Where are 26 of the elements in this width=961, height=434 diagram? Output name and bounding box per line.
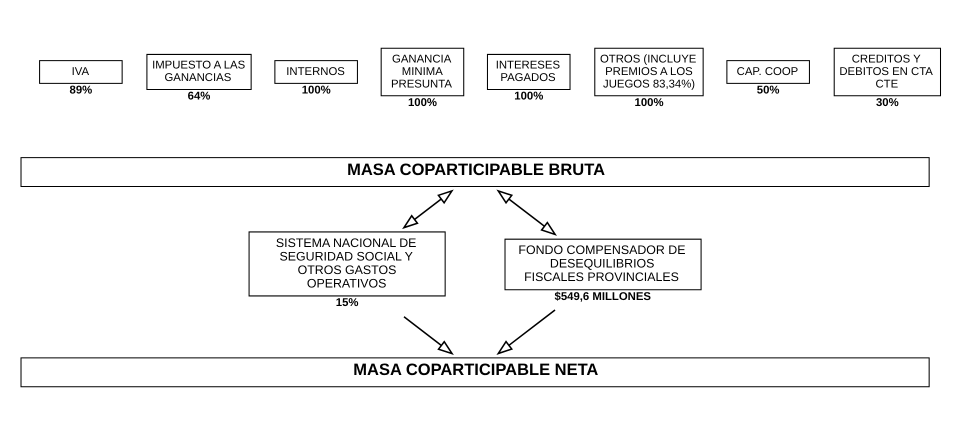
node-label: 15% [336,296,358,309]
arrow [496,188,557,236]
node-label: 100% [302,84,331,96]
node-label: 64% [188,90,210,102]
node-label: 100% [634,96,664,108]
arrow [402,188,454,229]
node-box: INTERNOS [274,60,358,84]
node-box: SISTEMA NACIONAL DE SEGURIDAD SOCIAL Y OTROS GASTOS OPERATIVOS [248,230,446,296]
node-box: MASA COPARTICIPABLE NETA [20,356,930,387]
node-box: FONDO COMPENSADOR DE DESEQUILIBRIOS FISCALES PROVINCIALES [504,238,702,290]
node-box: OTROS (INCLUYE PREMIOS A LOS JUEGOS 83,34%) [594,47,704,96]
node-label: 89% [70,84,92,96]
node-label: 30% [876,96,899,108]
node-box: CAP. COOP [726,60,810,84]
arrow [496,308,556,354]
node-label: 50% [756,84,780,96]
node-box: IMPUESTO A LAS GANANCIAS [146,53,252,90]
node-box: CREDITOS Y DEBITOS EN CTA CTE [834,47,942,96]
node-label: 100% [514,90,544,102]
node-box: GANANCIA MINIMA PRESUNTA [380,47,464,96]
node-box: IVA [39,60,123,84]
node-box: MASA COPARTICIPABLE BRUTA [20,156,930,187]
node-label: 100% [408,96,438,108]
node-label: $549,6 MILLONES [554,290,652,302]
arrow [404,316,454,355]
node-box: INTERESES PAGADOS [486,53,571,90]
